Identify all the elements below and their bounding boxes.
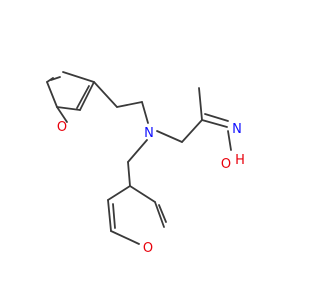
bond	[204, 113, 229, 122]
furan-3-yl-ring	[107, 185, 167, 245]
furan-2-oxygen-label: O	[57, 120, 67, 135]
methylene-linker-1	[93, 81, 149, 124]
amine-nitrogen-label: N	[144, 126, 154, 141]
structure-diagram: O N N O H O	[46, 71, 245, 256]
bond	[156, 130, 183, 143]
bond	[46, 77, 54, 83]
bond	[158, 204, 167, 223]
oxime-nitrogen-label: N	[232, 122, 242, 137]
bond	[181, 119, 203, 143]
bond	[112, 203, 116, 229]
bond	[107, 185, 131, 201]
bond	[110, 230, 140, 245]
bond	[93, 81, 118, 108]
bond	[227, 130, 232, 151]
bond	[107, 199, 112, 232]
bond	[62, 71, 95, 83]
bond	[154, 201, 165, 228]
bond	[46, 81, 58, 108]
bond	[116, 101, 143, 108]
bond	[56, 106, 68, 123]
hydroxyl-hydrogen-label: H	[235, 153, 245, 168]
bond	[141, 101, 149, 124]
bond	[127, 161, 131, 187]
amine-branches	[127, 130, 183, 163]
bond	[79, 81, 95, 111]
bond	[76, 85, 90, 109]
methylene-linker-2	[127, 161, 131, 187]
furan-2-yl-ring	[46, 71, 95, 123]
bond	[127, 139, 148, 163]
bond	[129, 185, 156, 203]
bond	[50, 76, 61, 81]
furan-3-oxygen-label: O	[143, 241, 153, 256]
bond	[198, 87, 203, 121]
bond	[56, 106, 81, 111]
oxime-oxygen-label: O	[221, 157, 231, 172]
oxime-chain	[181, 87, 232, 151]
bond	[201, 119, 228, 128]
